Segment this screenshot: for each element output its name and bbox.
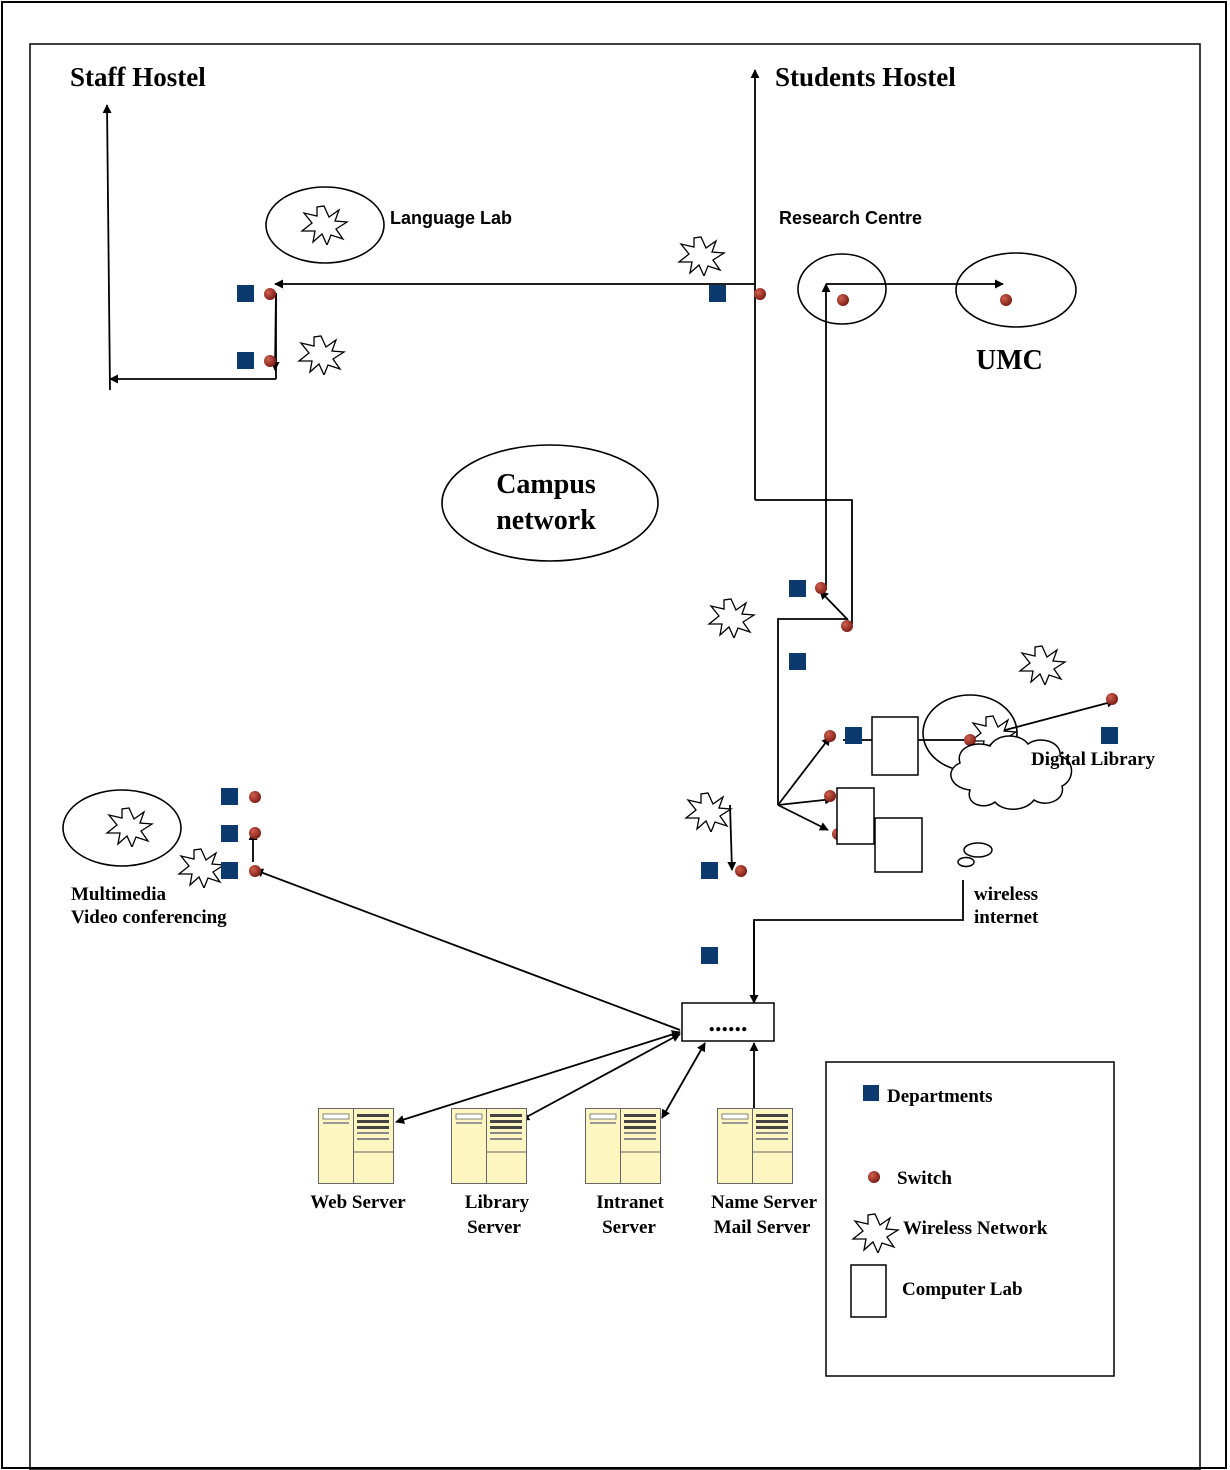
campus-network-label-1: Campus [496, 469, 596, 500]
intranet-server-icon [585, 1108, 661, 1184]
link-research-loop [755, 499, 853, 624]
department-icon [221, 788, 238, 805]
computer-lab-icon [871, 716, 919, 776]
switch-icon [264, 288, 276, 300]
wireless-icon [708, 598, 755, 638]
web-server-label: Web Server [310, 1192, 406, 1213]
department-icon [221, 825, 238, 842]
department-icon [701, 862, 718, 879]
wireless-icon [301, 205, 348, 245]
wireless-icon [1019, 645, 1066, 685]
multimedia-label-2: Video conferencing [71, 907, 227, 928]
switch-icon [754, 288, 766, 300]
wireless-icon [685, 792, 732, 832]
library-server-icon [451, 1108, 527, 1184]
hub-ports: ...... [709, 1008, 748, 1037]
campus-network-ellipse [441, 444, 659, 562]
switch-icon [964, 734, 976, 746]
name-mail-server-icon [717, 1108, 793, 1184]
switch-icon [249, 827, 261, 839]
departments [221, 285, 1118, 964]
web-server-icon [318, 1108, 394, 1184]
language-lab-label: Language Lab [390, 208, 512, 228]
network-hub [681, 1002, 775, 1042]
intranet-server-label-2: Server [602, 1217, 656, 1238]
staff-hostel-label: Staff Hostel [70, 62, 206, 92]
link-intranet-server [661, 1042, 706, 1119]
legend-wireless-label: Wireless Network [903, 1218, 1048, 1239]
switch-icon [824, 790, 836, 802]
computer-lab-icon [836, 787, 875, 845]
research-centre-ellipse [797, 253, 887, 325]
link-hub-lab2 [777, 804, 829, 831]
legend-switch-label: Switch [897, 1168, 952, 1189]
link-to-staff-hostel [102, 104, 112, 391]
link-hub-dept [727, 804, 737, 871]
wireless-icon [106, 807, 153, 847]
mail-server-label: Mail Server [714, 1217, 811, 1238]
link-hub-lab3 [777, 795, 834, 806]
department-icon [221, 862, 238, 879]
department-icon [1101, 727, 1118, 744]
department-icon [789, 580, 806, 597]
legend-computer-lab-icon [850, 1264, 887, 1318]
multimedia-label-1: Multimedia [71, 884, 166, 905]
link-mid-switch [819, 590, 849, 621]
switch-icon [824, 730, 836, 742]
department-icon [237, 352, 254, 369]
name-server-label: Name Server [711, 1192, 818, 1213]
link-hub-lab1 [777, 736, 831, 806]
link-hub-up [777, 618, 848, 805]
legend-switch-icon [868, 1171, 880, 1183]
campus-network-label-2: network [496, 505, 596, 536]
department-icon [709, 285, 726, 302]
link-library-server [520, 1033, 681, 1121]
library-server-label-2: Server [467, 1217, 521, 1238]
department-icon [701, 947, 718, 964]
switch-icon [815, 582, 827, 594]
wireless-internet-label-2: internet [974, 907, 1039, 928]
department-icon [845, 727, 862, 744]
switch-icon [249, 865, 261, 877]
library-server-label-1: Library [465, 1192, 530, 1213]
wireless-icon [298, 335, 345, 375]
switch-icon [837, 294, 849, 306]
students-hostel-label: Students Hostel [775, 62, 956, 92]
multimedia-ellipse [62, 789, 182, 867]
inner-frame [29, 43, 1201, 1470]
switch-icon [735, 865, 747, 877]
switch-icon [1000, 294, 1012, 306]
wireless-icon [678, 236, 725, 276]
language-lab-ellipse [265, 186, 385, 264]
wireless-internet-label-1: wireless [974, 884, 1038, 905]
legend-department-icon [863, 1085, 879, 1101]
legend: Departments Switch Wireless Network Comp… [825, 1061, 1115, 1377]
switch-icon [249, 791, 261, 803]
department-icon [789, 653, 806, 670]
department-icon [237, 285, 254, 302]
link-staff-switch [270, 292, 280, 371]
legend-computer-lab-label: Computer Lab [902, 1279, 1023, 1300]
link-wireless-internet [753, 880, 964, 1000]
computer-lab-icon [874, 817, 923, 873]
umc-ellipse [955, 252, 1077, 328]
switch-icon [1106, 693, 1118, 705]
digital-library-label: Digital Library [1031, 749, 1156, 770]
legend-departments-label: Departments [887, 1086, 993, 1107]
umc-label: UMC [976, 345, 1043, 376]
switch-icon [841, 620, 853, 632]
cloud-icon [950, 735, 1073, 868]
wireless-icon [178, 848, 225, 888]
research-centre-label: Research Centre [779, 208, 922, 228]
intranet-server-label-1: Intranet [596, 1192, 664, 1213]
link-multimedia [254, 868, 681, 1031]
connection-lines [102, 69, 1116, 1124]
wireless-bursts [106, 205, 1066, 888]
switch-icon [264, 355, 276, 367]
